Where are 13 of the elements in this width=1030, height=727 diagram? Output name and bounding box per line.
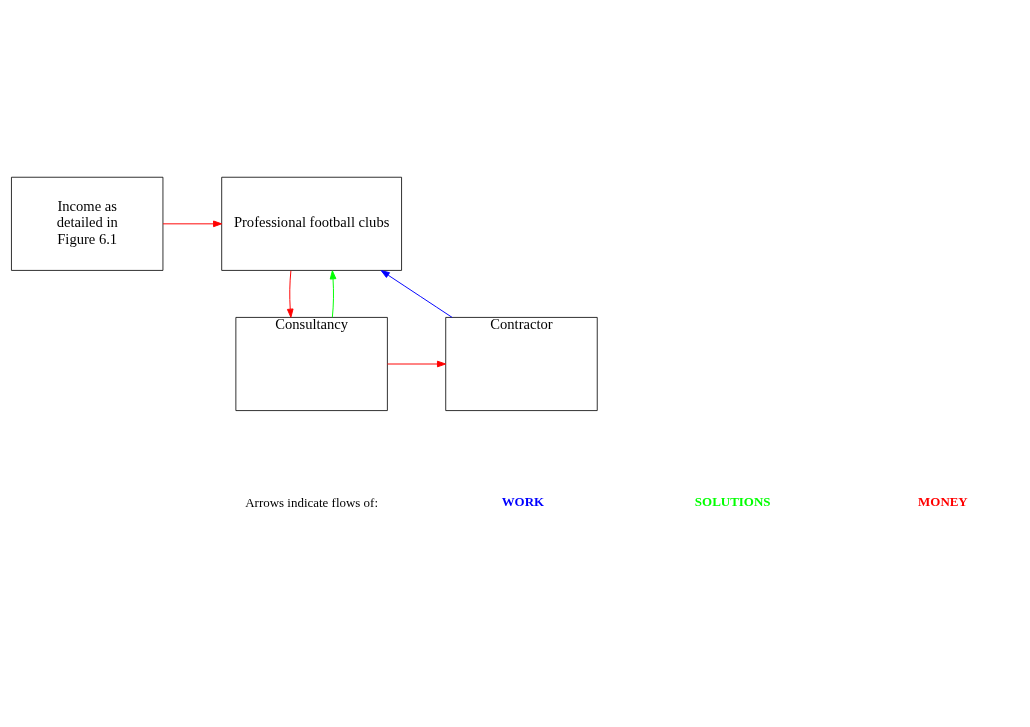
legend-label: WORK (501, 493, 545, 509)
arrow (386, 360, 447, 367)
legend-label: SOLUTIONS (694, 493, 771, 509)
arrow (286, 269, 294, 318)
node-box: Consultancy (235, 316, 388, 411)
label: Arrows indicate flows of: (245, 494, 379, 510)
arrow (380, 269, 453, 318)
node-box: Contractor (445, 316, 598, 411)
node-box: Income as detailed in Figure 6.1 (11, 176, 164, 271)
legend-label: MONEY (918, 493, 968, 509)
node-box: Professional football clubs (221, 176, 402, 271)
arrow (329, 269, 337, 318)
arrow (162, 220, 223, 227)
